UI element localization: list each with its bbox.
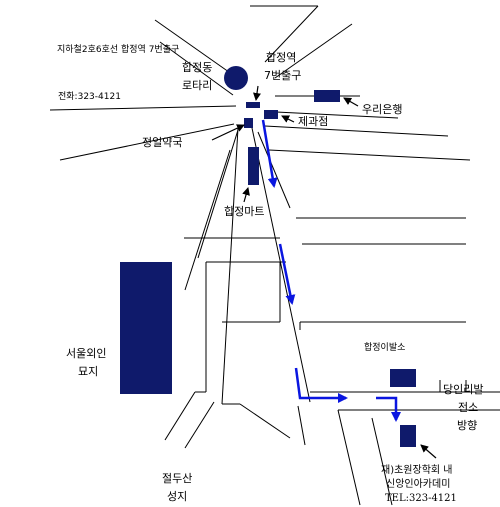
- shrine-label-line2: 성지: [167, 490, 188, 503]
- pointer-arrow-icon: [253, 85, 261, 101]
- power-plant-label-line2: 전소: [458, 401, 479, 414]
- cemetery-block: [120, 262, 172, 394]
- phone-note: 전화:323-4121: [58, 92, 121, 102]
- pharmacy-block: [244, 118, 253, 128]
- route-arrow-icon: [261, 119, 278, 188]
- pointer-arrow-icon: [281, 115, 295, 123]
- road-lower-mid-2: [297, 405, 306, 446]
- road-lower-left-b: [184, 401, 215, 449]
- academy-phone-label: TEL:323-4121: [385, 493, 457, 504]
- power-plant-label-line1: 당인리발: [443, 383, 484, 396]
- academy-label-line2: 신앙인아카데미: [386, 479, 451, 490]
- barber-block: [390, 369, 416, 387]
- road-mid-left-b: [59, 123, 235, 161]
- road-mid-left-a: [49, 105, 237, 111]
- road-upper-right-a: [264, 5, 319, 63]
- road-lower-right-b: [371, 417, 393, 506]
- road-branch-right: [257, 131, 291, 209]
- station-label-line1: 합정역: [266, 51, 297, 64]
- road-upper-left-diagonal-2: [159, 41, 234, 96]
- route-arrow-icon: [278, 243, 296, 305]
- pointer-arrow-icon: [211, 124, 245, 141]
- subway-note: 지하철2호6호선 합정역 7번출구: [57, 45, 180, 55]
- mart-label: 합정마트: [224, 205, 265, 218]
- route-arrow-icon: [376, 396, 401, 422]
- cemetery-label-line2: 묘지: [78, 365, 99, 378]
- bakery-label: 제과점: [298, 115, 329, 128]
- academy-label-line1: 재)초원장학회 내: [381, 465, 453, 476]
- road-right-c: [264, 125, 449, 137]
- road-branch-left-2: [184, 149, 231, 291]
- pointer-arrow-icon: [242, 187, 250, 203]
- pharmacy-label: 정일약국: [142, 136, 183, 149]
- pointer-arrow-icon: [420, 444, 437, 459]
- route: [261, 119, 401, 422]
- station-label-line2: 7번출구: [264, 69, 302, 82]
- shrine-label-line1: 절두산: [162, 472, 193, 485]
- road-branch-left: [197, 129, 239, 259]
- road-lower-right-a: [337, 409, 361, 506]
- academy-block: [400, 425, 416, 447]
- blocks: [120, 90, 416, 447]
- pointer-arrow-icon: [343, 97, 359, 107]
- road-right-b: [275, 111, 399, 119]
- pointer-arrows: [211, 85, 437, 459]
- road-main-left-edge: [221, 127, 239, 405]
- rotary-label-line1: 합정동: [182, 61, 213, 74]
- bakery-block: [264, 110, 278, 119]
- road-right-d: [268, 149, 471, 161]
- rotary-circle-icon: [224, 66, 248, 90]
- rotary-label-line2: 로타리: [182, 79, 213, 92]
- road-upper-right-b: [274, 23, 353, 79]
- road-lower-left-a: [164, 391, 196, 441]
- road-upper-left-diagonal: [154, 19, 237, 78]
- power-plant-label-line3: 방향: [457, 419, 478, 432]
- bank-label: 우리은행: [362, 103, 403, 116]
- road-main-right-edge: [251, 127, 311, 403]
- station-exit-block: [246, 102, 260, 108]
- mart-block: [248, 147, 259, 185]
- bank-block: [314, 90, 340, 102]
- roads: [49, 5, 500, 506]
- barber-label: 합정이발소: [364, 343, 406, 353]
- route-arrow-icon: [294, 367, 348, 403]
- road-lower-mid: [239, 403, 291, 439]
- cemetery-label-line1: 서울외인: [66, 347, 107, 360]
